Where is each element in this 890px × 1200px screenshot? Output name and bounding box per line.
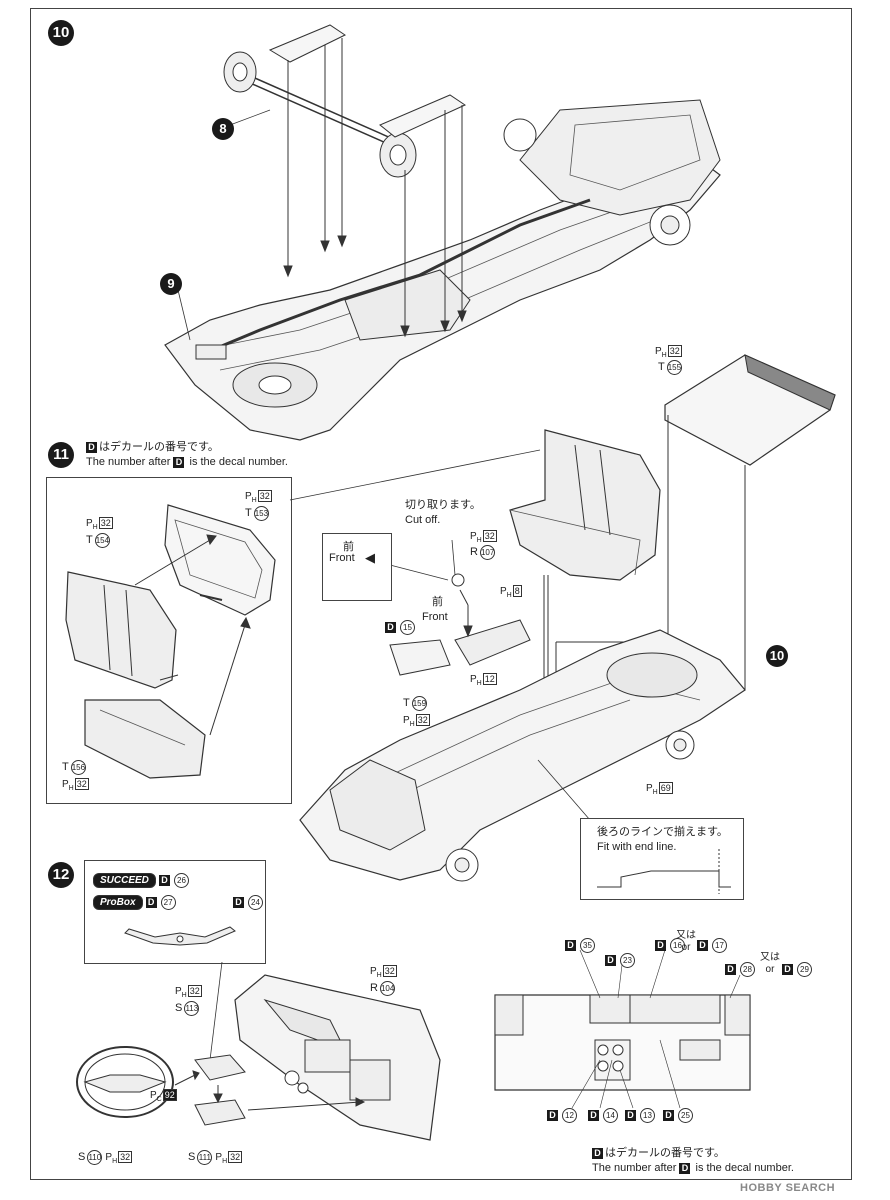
end-line-inset: 後ろのラインで揃えます。 Fit with end line. xyxy=(580,818,744,900)
arrow-left-icon: ◀ xyxy=(365,550,375,565)
end-line-jp: 後ろのラインで揃えます。 xyxy=(597,826,728,838)
succeed-logo: SUCCEED xyxy=(93,873,156,888)
callout-9: 9 xyxy=(160,273,182,295)
probox-logo: ProBox xyxy=(93,895,143,910)
decal-note-en-suffix: is the decal number. xyxy=(189,456,288,468)
front-direction-inset: 前 Front ◀ xyxy=(322,533,392,601)
wheel-spoke-drawing xyxy=(124,926,236,946)
watermark: HOBBY SEARCH xyxy=(740,1182,836,1194)
cut-off-note: 切り取ります。 Cut off. xyxy=(405,499,481,526)
decal-d-icon: D xyxy=(86,442,97,453)
end-line-diagram xyxy=(597,849,731,894)
step-11-badge: 11 xyxy=(48,442,74,468)
callout-8: 8 xyxy=(212,118,234,140)
front-en-label: Front xyxy=(329,552,355,564)
page-frame xyxy=(30,8,852,1180)
step-12-badge: 12 xyxy=(48,862,74,888)
step-10-badge: 10 xyxy=(48,20,74,46)
end-line-en: Fit with end line. xyxy=(597,841,677,853)
decal-note-jp: はデカールの番号です。 xyxy=(99,441,219,453)
front-2-note: 前 Front xyxy=(422,596,448,623)
callout-10: 10 xyxy=(766,645,788,667)
decal-d-icon: D xyxy=(173,457,185,468)
front-jp-label: 前 xyxy=(343,541,354,553)
decal-note-en-prefix: The number after xyxy=(86,456,171,468)
